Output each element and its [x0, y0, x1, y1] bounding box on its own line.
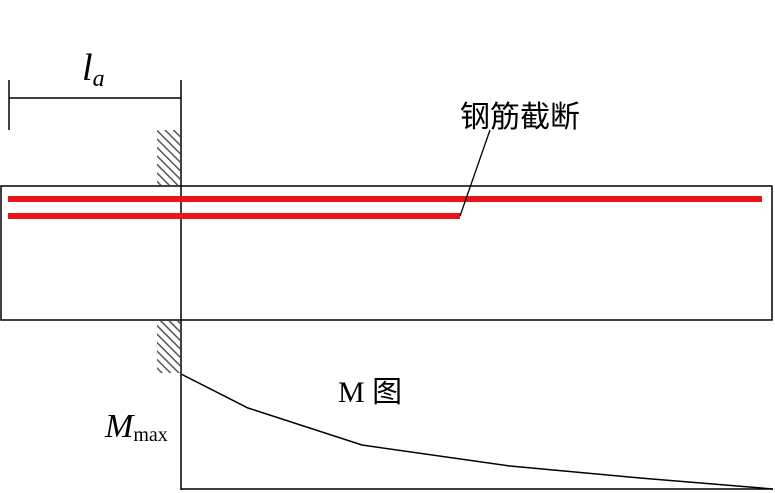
- moment-curve: [180, 373, 774, 490]
- support-hatch-upper: [157, 130, 180, 185]
- anchorage-length-label: la: [82, 47, 105, 92]
- cutoff-leader-line: [459, 129, 491, 217]
- support-hatch-lower: [157, 321, 180, 373]
- anchorage-dimension: la: [8, 47, 182, 490]
- moment-max-label: Mmax: [104, 408, 168, 446]
- moment-diagram: M 图 Mmax: [104, 373, 774, 490]
- beam-outline: [0, 185, 773, 321]
- rebar-cutoff-label: 钢筋截断: [460, 100, 580, 135]
- moment-diagram-label: M 图: [338, 376, 402, 409]
